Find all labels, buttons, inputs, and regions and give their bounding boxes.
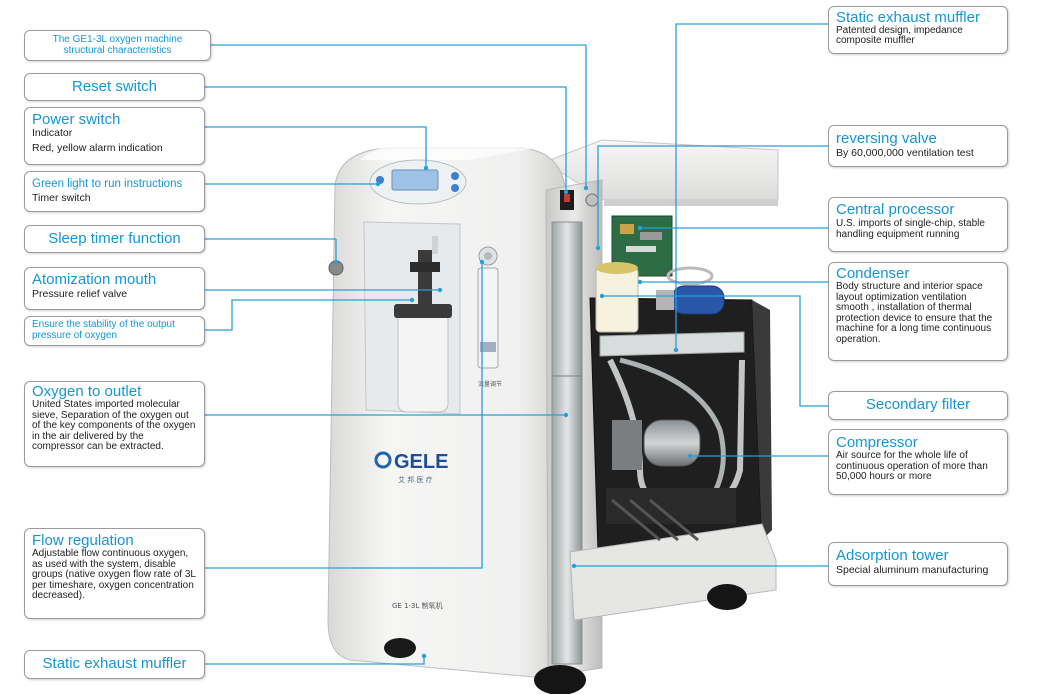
label-adsorption-tower-title: Adsorption tower bbox=[836, 547, 949, 564]
label-compressor-desc: Air source for the whole life of continu… bbox=[836, 450, 988, 482]
label-secondary-filter-title: Secondary filter bbox=[865, 396, 971, 413]
label-green-light: Green light to run instructions Timer sw… bbox=[24, 171, 205, 212]
label-green-light-title: Green light to run instructions bbox=[32, 178, 183, 190]
label-static-muffler-bottom: Static exhaust muffler bbox=[24, 650, 205, 679]
label-atomization-line1: Pressure relief valve bbox=[32, 288, 128, 300]
label-oxygen-outlet-desc: United States imported molecular sieve, … bbox=[32, 399, 196, 452]
label-compressor: Compressor Air source for the whole life… bbox=[828, 429, 1008, 495]
svg-text:艾 邦 医 疗: 艾 邦 医 疗 bbox=[398, 475, 433, 484]
label-central-processor-title: Central processor bbox=[836, 201, 955, 218]
label-secondary-filter: Secondary filter bbox=[828, 391, 1008, 420]
label-atomization: Atomization mouth Pressure relief valve bbox=[24, 267, 205, 310]
label-stability: Ensure the stability of the output press… bbox=[24, 316, 205, 346]
label-static-muffler-top-desc: Patented design, impedance composite muf… bbox=[836, 25, 963, 46]
label-compressor-title: Compressor bbox=[836, 434, 918, 451]
label-oxygen-outlet: Oxygen to outlet United States imported … bbox=[24, 381, 205, 467]
label-atomization-title: Atomization mouth bbox=[32, 271, 157, 288]
label-reversing-valve-desc: By 60,000,000 ventilation test bbox=[836, 147, 974, 159]
label-structural-title: The GE1-3L oxygen machine structural cha… bbox=[52, 34, 183, 56]
label-static-muffler-bottom-title: Static exhaust muffler bbox=[42, 655, 187, 672]
label-central-processor: Central processor U.S. imports of single… bbox=[828, 197, 1008, 252]
label-static-muffler-top: Static exhaust muffler Patented design, … bbox=[828, 6, 1008, 54]
label-adsorption-tower-desc: Special aluminum manufacturing bbox=[836, 564, 989, 576]
label-reset-switch-title: Reset switch bbox=[71, 78, 158, 95]
svg-text:GE 1-3L 制氧机: GE 1-3L 制氧机 bbox=[392, 601, 443, 610]
label-condenser: Condenser Body structure and interior sp… bbox=[828, 262, 1008, 361]
label-reversing-valve: reversing valve By 60,000,000 ventilatio… bbox=[828, 125, 1008, 167]
label-flow-regulation-desc: Adjustable flow continuous oxygen, as us… bbox=[32, 548, 196, 601]
label-sleep-timer-title: Sleep timer function bbox=[48, 230, 181, 247]
label-sleep-timer: Sleep timer function bbox=[24, 225, 205, 253]
label-stability-title: Ensure the stability of the output press… bbox=[32, 319, 175, 341]
label-condenser-desc: Body structure and interior space layout… bbox=[836, 281, 993, 345]
label-power-switch-line2: Red, yellow alarm indication bbox=[32, 141, 163, 154]
compressor-motor bbox=[643, 419, 701, 467]
label-adsorption-tower: Adsorption tower Special aluminum manufa… bbox=[828, 542, 1008, 586]
label-structural: The GE1-3L oxygen machine structural cha… bbox=[24, 30, 211, 61]
svg-text:流量调节: 流量调节 bbox=[478, 380, 502, 388]
brand-logo: GELE bbox=[394, 451, 448, 473]
label-reversing-valve-title: reversing valve bbox=[836, 130, 937, 147]
label-static-muffler-top-title: Static exhaust muffler bbox=[836, 9, 980, 26]
label-power-switch: Power switch Indicator Red, yellow alarm… bbox=[24, 107, 205, 165]
label-condenser-title: Condenser bbox=[836, 265, 910, 282]
label-green-light-line1: Timer switch bbox=[32, 192, 91, 204]
label-oxygen-outlet-title: Oxygen to outlet bbox=[32, 383, 142, 400]
label-central-processor-desc: U.S. imports of single-chip, stable hand… bbox=[836, 218, 985, 240]
label-power-switch-title: Power switch bbox=[32, 111, 121, 128]
label-flow-regulation: Flow regulation Adjustable flow continuo… bbox=[24, 528, 205, 619]
label-power-switch-line1: Indicator bbox=[32, 127, 73, 139]
label-flow-regulation-title: Flow regulation bbox=[32, 532, 134, 549]
label-reset-switch: Reset switch bbox=[24, 73, 205, 101]
